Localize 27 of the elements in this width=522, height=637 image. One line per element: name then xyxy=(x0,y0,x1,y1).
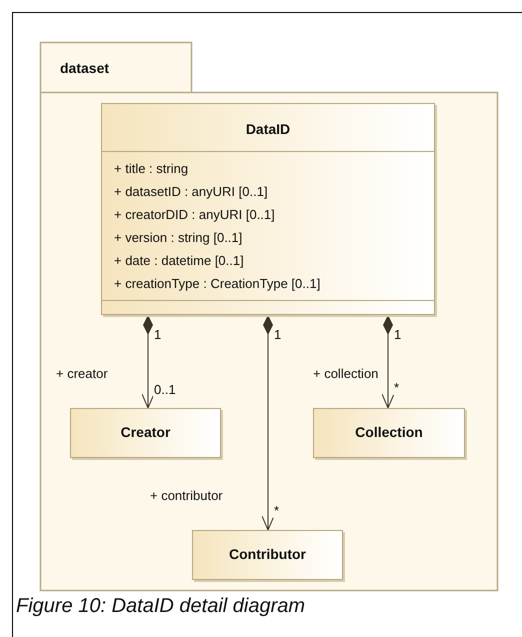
class-box xyxy=(192,530,343,580)
attribute-text: + version : string [0..1] xyxy=(114,229,244,247)
composition-arrow xyxy=(382,314,394,408)
composition-arrow xyxy=(142,314,154,408)
multiplicity-label: 1 xyxy=(273,327,282,342)
composition-arrow xyxy=(262,314,274,530)
attribute-text: + datasetID : anyURI [0..1] xyxy=(114,183,269,201)
class-name: Creator xyxy=(120,423,172,442)
multiplicity-label: 1 xyxy=(393,327,402,342)
attribute-text: + creatorDID : anyURI [0..1] xyxy=(114,206,276,224)
multiplicity-label: 1 xyxy=(153,327,162,342)
package-name: dataset xyxy=(60,60,110,76)
class-name: Collection xyxy=(354,423,424,442)
figure-caption: Figure 10: DataID detail diagram xyxy=(16,595,306,618)
class-box xyxy=(70,408,221,458)
class-name: Contributor xyxy=(228,545,307,564)
multiplicity-label: * xyxy=(273,503,280,518)
attribute-text: + date : datetime [0..1] xyxy=(114,252,245,270)
edge-label: + collection xyxy=(312,366,380,381)
edge-label: + contributor xyxy=(149,488,224,503)
multiplicity-label: * xyxy=(393,380,400,395)
attribute-text: + title : string xyxy=(114,160,190,178)
attribute-text: + creationType : CreationType [0..1] xyxy=(114,275,322,293)
multiplicity-label: 0..1 xyxy=(153,382,177,397)
class-name: DataID xyxy=(102,104,434,152)
class-box xyxy=(313,408,465,458)
class-box xyxy=(101,103,435,315)
